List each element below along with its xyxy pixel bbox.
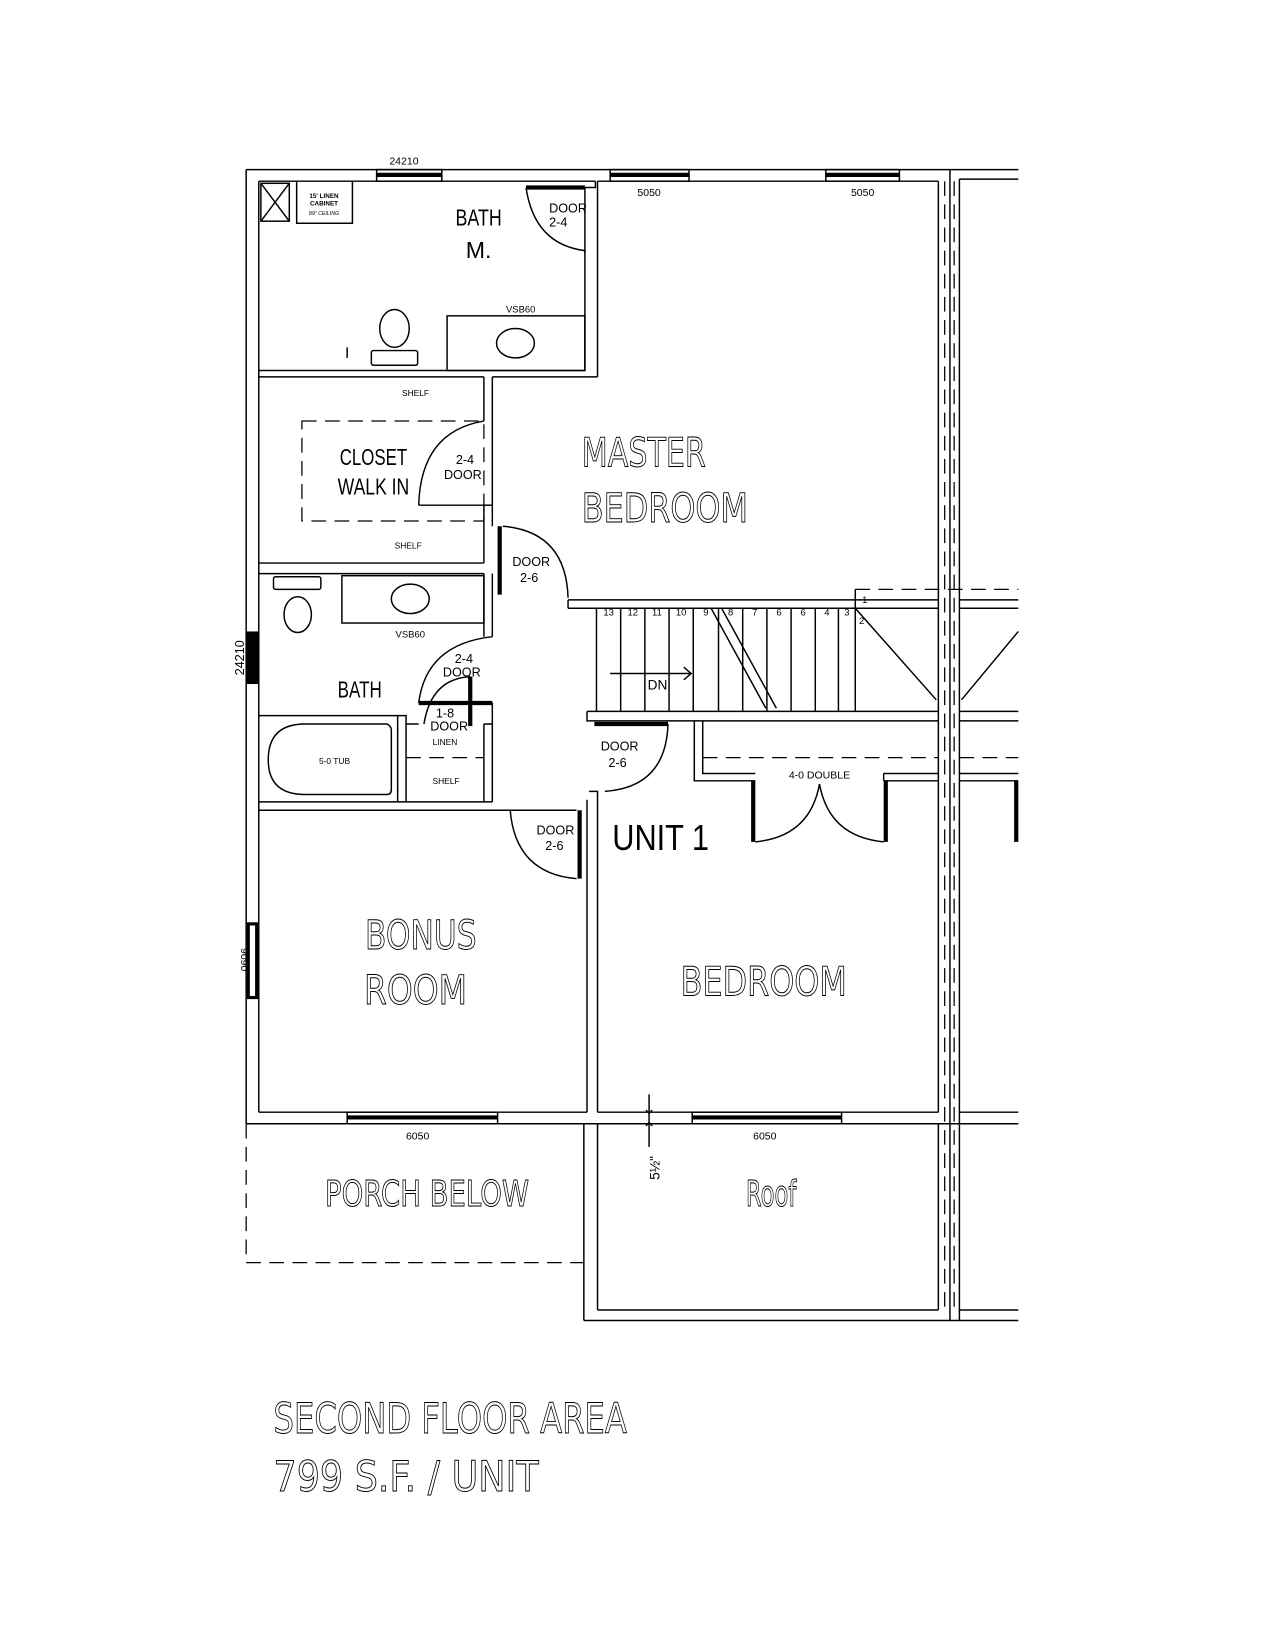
door-label-hall-2: 2-6 [520, 571, 538, 585]
stair-number: 6 [776, 608, 781, 619]
porch-roof [245, 1094, 1019, 1322]
stair-number: 7 [752, 608, 757, 619]
shelf-label-3: SHELF [432, 776, 459, 786]
window-label-top-mid: 5050 [637, 187, 661, 199]
room-label-bath-m-2: M. [466, 237, 492, 263]
door-label-bath-2: DOOR [443, 666, 481, 680]
stair-number: 8 [728, 608, 733, 619]
windows [246, 168, 901, 1125]
stair-number: 13 [603, 608, 614, 619]
dimension-label: 5½" [648, 1156, 663, 1180]
room-label-bonus-2: ROOM [364, 968, 467, 1014]
room-label-master: MASTER [582, 430, 706, 476]
stair-number: 12 [628, 608, 639, 619]
floor-area-title: SECOND FLOOR AREA [274, 1394, 628, 1443]
stair-number: 6 [801, 608, 806, 619]
linen-label: LINEN [433, 737, 458, 747]
door-label-bath: 2-4 [455, 652, 473, 666]
stair-number: 10 [676, 608, 687, 619]
room-label-bath: BATH [338, 677, 382, 703]
linen-cabinet-label: 15' LINEN [309, 193, 339, 200]
bath [258, 573, 577, 812]
door-label-bedroom: DOOR [601, 739, 639, 753]
staircase [567, 588, 1019, 722]
walk-in-closet [258, 376, 494, 575]
window-label-top-right: 5050 [851, 187, 875, 199]
linen-cabinet-label-3: 89" CEILING [309, 211, 339, 217]
linen-cabinet-label-2: CABINET [310, 200, 338, 207]
window-label-bottom-left: 6050 [406, 1131, 430, 1143]
room-label-bonus: BONUS [365, 913, 477, 959]
stair-number: 4 [824, 608, 829, 619]
room-label-closet: CLOSET [340, 444, 407, 470]
door-label-bath-m: DOOR [549, 202, 587, 216]
window-label-bottom-right: 6050 [753, 1131, 777, 1143]
window-label-left-bonus: 9090 [238, 948, 250, 972]
door-label-linen: 1-8 [436, 707, 454, 721]
floor-area-value: 799 S.F. / UNIT [274, 1452, 539, 1501]
door-label-closet: 2-4 [456, 453, 474, 467]
shelf-label-1: SHELF [402, 388, 429, 398]
bedroom-doors [509, 720, 1019, 1113]
stair-number: 1 [862, 595, 867, 606]
porch-label: PORCH BELOW [325, 1174, 529, 1215]
unit-label: UNIT 1 [612, 818, 709, 858]
tub-label: 5-0 TUB [319, 756, 351, 766]
stair-number: 9 [703, 608, 708, 619]
roof-label: Roof [746, 1174, 797, 1215]
double-closet-label: 4-0 DOUBLE [789, 770, 850, 782]
door-label-bedroom-2: 2-6 [608, 756, 626, 770]
room-label-master-2: BEDROOM [582, 486, 748, 532]
room-label-bedroom: BEDROOM [681, 959, 847, 1005]
door-label-bonus: DOOR [537, 823, 575, 837]
door-label-linen-2: DOOR [430, 719, 468, 733]
room-label-bath-m: BATH [456, 204, 502, 230]
stair-number: 3 [844, 608, 849, 619]
hall-door [497, 525, 569, 598]
vanity-label-2: VSB60 [396, 630, 425, 641]
stair-number: 2 [859, 616, 864, 627]
vanity-label-1: VSB60 [506, 305, 535, 316]
shelf-label-2: SHELF [395, 540, 422, 550]
door-label-bonus-2: 2-6 [545, 839, 563, 853]
master-bath [258, 181, 599, 378]
room-label-closet-2: WALK IN [338, 474, 410, 500]
stair-number: 11 [652, 608, 662, 619]
door-label-bath-m-2: 2-4 [549, 215, 567, 229]
window-label-left-bath: 24210 [233, 640, 247, 675]
stair-direction-label: DN [648, 677, 668, 692]
door-label-hall: DOOR [512, 555, 550, 569]
door-label-closet-2: DOOR [444, 468, 482, 482]
window-label-top-left: 24210 [389, 155, 418, 167]
